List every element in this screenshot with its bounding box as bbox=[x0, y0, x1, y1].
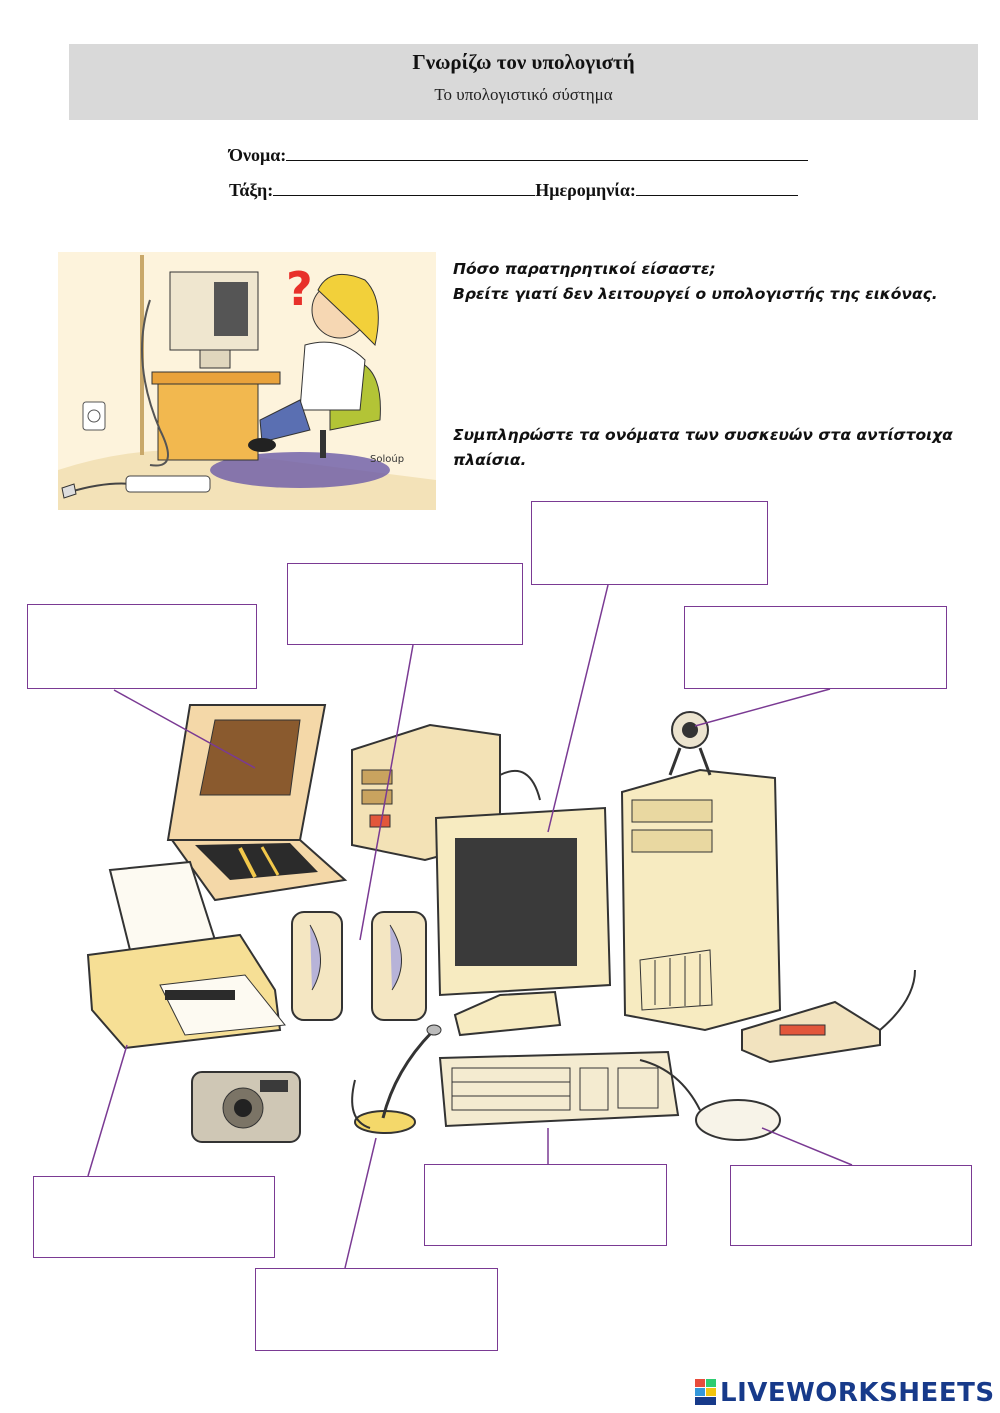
question-mark-icon: ? bbox=[286, 262, 313, 316]
cartoon-signature: Soloúp bbox=[370, 453, 404, 465]
date-line[interactable] bbox=[635, 181, 798, 196]
scanner-illustration bbox=[166, 704, 348, 902]
connector-speakers bbox=[359, 644, 414, 941]
name-field: Όνομα: bbox=[229, 145, 809, 166]
instruction-line-1: Πόσο παρατηρητικοί είσαστε; bbox=[453, 260, 716, 278]
name-label: Όνομα: bbox=[229, 145, 287, 165]
worksheet-title: Γνωρίζω τον υπολογιστή bbox=[412, 50, 635, 74]
answer-input-webcam[interactable] bbox=[685, 607, 950, 690]
keyboard-illustration bbox=[438, 1050, 680, 1128]
monitor-illustration bbox=[434, 806, 612, 1037]
instruction-task: Συμπληρώστε τα ονόματα των συσκευών στα … bbox=[453, 423, 983, 473]
worksheet-subtitle: Το υπολογιστικό σύστημα bbox=[434, 85, 613, 104]
mouse-illustration bbox=[639, 1059, 781, 1141]
webcam-illustration bbox=[668, 711, 712, 776]
brand-text: LIVEWORKSHEETS bbox=[720, 1378, 995, 1408]
date-label: Ημερομηνία: bbox=[535, 180, 636, 200]
connector-lines bbox=[87, 584, 853, 1269]
connector-printer bbox=[87, 1044, 128, 1177]
answer-input-scanner[interactable] bbox=[28, 605, 260, 690]
speakers-illustration bbox=[291, 911, 427, 1021]
answer-box-printer[interactable] bbox=[33, 1176, 278, 1259]
name-line[interactable] bbox=[286, 146, 809, 161]
cartoon-illustration: ? Soloúp bbox=[58, 252, 436, 510]
class-line[interactable] bbox=[273, 181, 536, 196]
connector-scanner bbox=[113, 689, 256, 769]
instruction-line-3: Συμπληρώστε τα ονόματα των συσκευών στα … bbox=[453, 426, 953, 444]
answer-box-monitor[interactable] bbox=[531, 501, 771, 586]
wall-outlet bbox=[82, 401, 106, 431]
answer-box-mouse[interactable] bbox=[730, 1165, 975, 1247]
printer-illustration bbox=[86, 860, 286, 1050]
power-strip bbox=[125, 475, 211, 493]
worksheet-header: Γνωρίζω τον υπολογιστή Το υπολογιστικό σ… bbox=[69, 44, 978, 120]
rug bbox=[210, 452, 390, 488]
class-label: Τάξη: bbox=[229, 180, 274, 200]
answer-input-printer[interactable] bbox=[34, 1177, 278, 1259]
answer-box-scanner[interactable] bbox=[27, 604, 260, 690]
connector-monitor bbox=[547, 584, 609, 833]
answer-input-microphone[interactable] bbox=[256, 1269, 501, 1352]
answer-box-keyboard[interactable] bbox=[424, 1164, 670, 1247]
connector-webcam bbox=[694, 688, 831, 727]
instruction-line-2: Βρείτε γιατί δεν λειτουργεί ο υπολογιστή… bbox=[453, 285, 938, 303]
answer-box-speakers[interactable] bbox=[287, 563, 526, 646]
tower-case-illustration bbox=[620, 768, 782, 1032]
answer-box-webcam[interactable] bbox=[684, 606, 950, 690]
desk bbox=[151, 371, 281, 385]
answer-input-speakers[interactable] bbox=[288, 564, 526, 646]
answer-input-keyboard[interactable] bbox=[425, 1165, 670, 1247]
liveworksheets-brand: LIVEWORKSHEETS bbox=[695, 1378, 995, 1408]
person-shirt bbox=[299, 341, 366, 411]
microphone-illustration bbox=[351, 1024, 442, 1134]
instruction-question: Πόσο παρατηρητικοί είσαστε; Βρείτε γιατί… bbox=[453, 257, 938, 307]
unplugged-plug bbox=[61, 483, 77, 499]
connector-mouse bbox=[761, 1127, 853, 1166]
instruction-line-4: πλαίσια. bbox=[453, 451, 527, 469]
answer-input-mouse[interactable] bbox=[731, 1166, 975, 1247]
answer-input-monitor[interactable] bbox=[532, 502, 771, 586]
modem-illustration bbox=[741, 969, 916, 1064]
connector-microphone bbox=[344, 1137, 377, 1269]
liveworksheets-logo-icon bbox=[695, 1379, 716, 1405]
answer-box-microphone[interactable] bbox=[255, 1268, 501, 1352]
camera-illustration bbox=[191, 1071, 301, 1143]
class-date-field: Τάξη: Ημερομηνία: bbox=[229, 180, 798, 201]
